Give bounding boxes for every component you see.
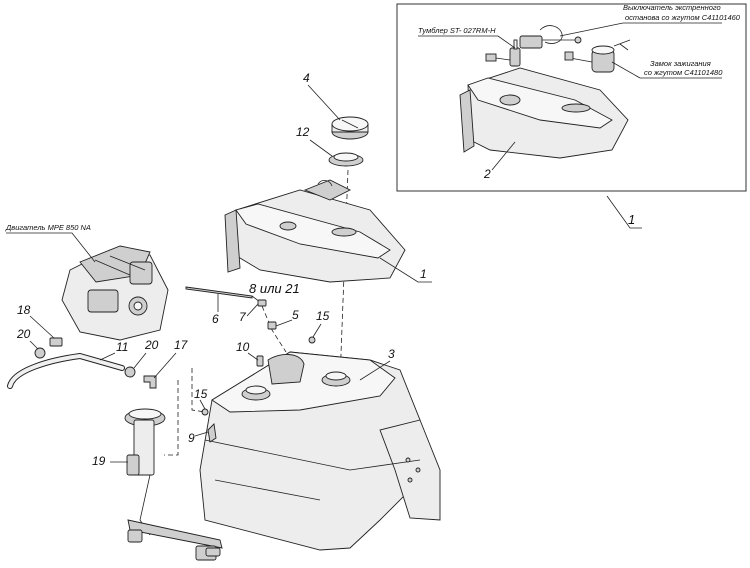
dashed-route-pump: [164, 380, 179, 456]
emergency-switch-leader: [559, 22, 722, 37]
cap-seal: [328, 152, 364, 167]
fitting-10: [256, 355, 264, 367]
callout-18: 18: [17, 303, 31, 317]
fuel-pump-assembly: [124, 408, 223, 561]
ignition-leader: [611, 61, 722, 79]
fuel-cap: [331, 116, 369, 140]
emergency-switch-label-2: останова со жгутом C41101460: [625, 13, 741, 22]
fitting-18: [49, 337, 63, 347]
bolt-15-top: [308, 336, 316, 344]
clamp-20-right: [124, 366, 136, 378]
callout-1-frame: 1: [628, 212, 635, 227]
callout-15-lower: 15: [194, 387, 208, 401]
callout-11: 11: [116, 340, 128, 354]
toggle-label: Тумблер ST- 027RM-H: [418, 26, 496, 35]
callout-2: 2: [483, 167, 491, 181]
callout-17: 17: [174, 338, 189, 352]
emergency-switch-label-1: Выключатель экстренного: [623, 3, 721, 12]
emergency-stop-switch-detail: [519, 25, 582, 49]
callout-7: 7: [239, 310, 247, 324]
callout-15-top: 15: [316, 309, 330, 323]
callout-3: 3: [388, 347, 395, 361]
console-cover-detail: [459, 67, 629, 159]
detail-frame: [396, 3, 747, 192]
callout-10: 10: [236, 340, 250, 354]
fitting-7: [257, 299, 287, 353]
callout-6: 6: [212, 312, 219, 326]
bolt-15-lower: [201, 408, 209, 416]
label-8-or-21: 8 или 21: [249, 281, 300, 296]
toggle-switch-detail: [485, 39, 521, 67]
clamp-5: [267, 321, 277, 330]
rod: [185, 286, 253, 299]
console-cover: [224, 179, 406, 283]
toggle-leader: [418, 35, 516, 49]
ignition-lock-detail: [564, 39, 631, 73]
callout-19: 19: [92, 454, 106, 468]
ignition-label-2: со жгутом C41101480: [644, 68, 723, 77]
callout-20-left: 20: [16, 327, 31, 341]
callout-12: 12: [296, 125, 310, 139]
fuel-tank: [199, 351, 441, 551]
callout-9: 9: [188, 431, 195, 445]
callout-4: 4: [303, 71, 310, 85]
callout-1: 1: [420, 267, 427, 281]
callout-20-right: 20: [144, 338, 159, 352]
callout-5: 5: [292, 308, 299, 322]
ignition-label-1: Замок зажигания: [650, 59, 711, 68]
engine-label: Двигатель MPE 850 NA: [5, 223, 91, 232]
dashed-route-tank: [191, 368, 206, 413]
clamp-20-left: [34, 347, 46, 359]
engine-mpe-850: [61, 245, 169, 341]
bracket-9: [207, 423, 217, 443]
